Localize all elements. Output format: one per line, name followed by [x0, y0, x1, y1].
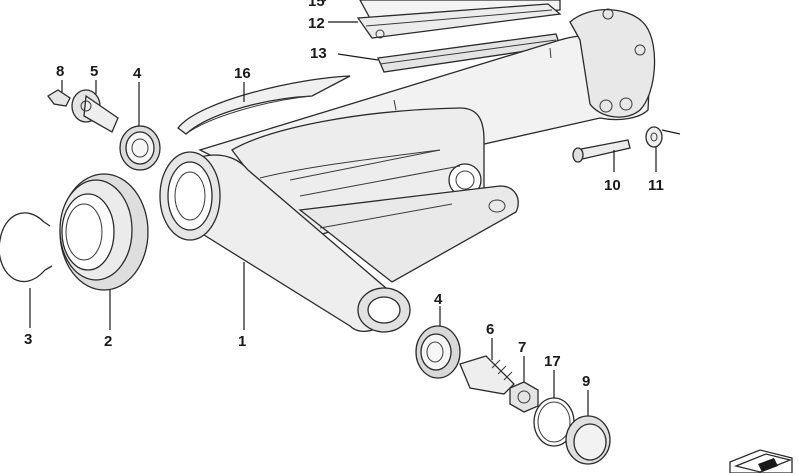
callout-6: 6 — [486, 321, 494, 338]
part-10-socket-head-bolt — [572, 139, 631, 163]
callout-9: 9 — [582, 373, 590, 390]
callout-12: 12 — [308, 15, 325, 32]
folder-navigation-icon[interactable] — [729, 449, 793, 473]
part-5-bearing-pin — [71, 89, 119, 133]
callout-17: 17 — [544, 353, 561, 370]
callout-4-upper: 4 — [133, 65, 142, 82]
callout-3: 3 — [24, 331, 32, 348]
part-8-hex-bolt — [47, 89, 71, 107]
callout-16: 16 — [234, 65, 251, 82]
callout-1: 1 — [238, 333, 246, 350]
part-1-swing-arm — [159, 8, 656, 333]
part-3-circlip — [0, 212, 53, 283]
leader-lines — [29, 0, 681, 416]
part-6-threaded-pin — [459, 355, 515, 395]
part-9-cover-cap — [565, 415, 611, 465]
part-12-protector-strip — [356, 3, 562, 39]
part-11-washer — [645, 126, 663, 148]
callout-4-lower: 4 — [434, 291, 443, 308]
callout-8: 8 — [56, 63, 64, 80]
part-4-ball-bearing-lower — [415, 325, 461, 379]
part-16-cover-shell — [177, 75, 351, 135]
callout-15: 15 — [308, 0, 325, 10]
callout-13: 13 — [310, 45, 327, 62]
callout-5: 5 — [90, 63, 98, 80]
callout-2: 2 — [104, 333, 112, 350]
callout-11: 11 — [648, 177, 664, 194]
part-2-rubber-boot — [59, 173, 149, 291]
callout-7: 7 — [518, 339, 526, 356]
part-7-hex-nut — [509, 381, 539, 413]
part-4-ball-bearing-upper — [119, 125, 161, 171]
callout-10: 10 — [604, 177, 621, 194]
callout-labels: 1 2 3 4 5 8 16 15 12 13 4 6 7 17 9 10 11 — [24, 0, 664, 390]
